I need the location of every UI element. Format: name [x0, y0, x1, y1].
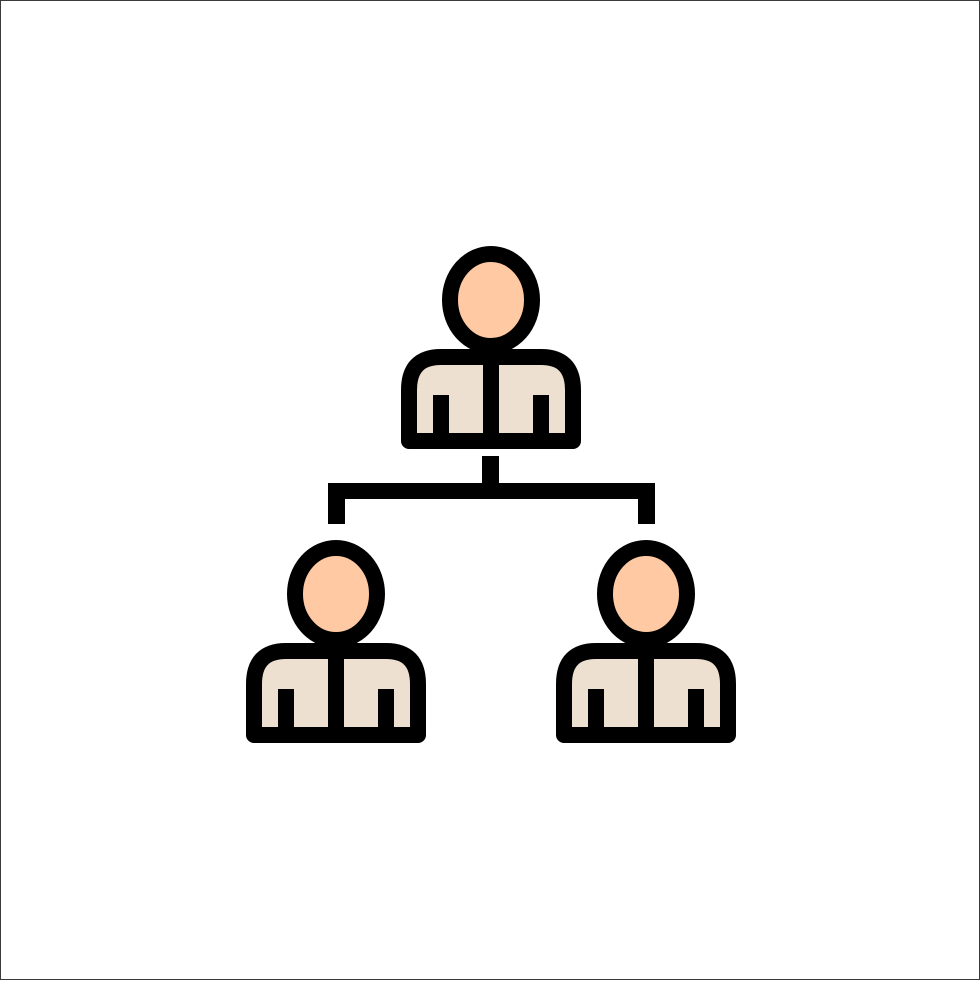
connector-drop-right — [638, 483, 655, 524]
person-node-right — [564, 548, 728, 735]
person-node-left — [254, 548, 418, 735]
connector-drop-left — [328, 483, 345, 524]
person-node-top — [409, 254, 573, 441]
connector — [328, 456, 655, 524]
connector-bar — [328, 483, 655, 499]
